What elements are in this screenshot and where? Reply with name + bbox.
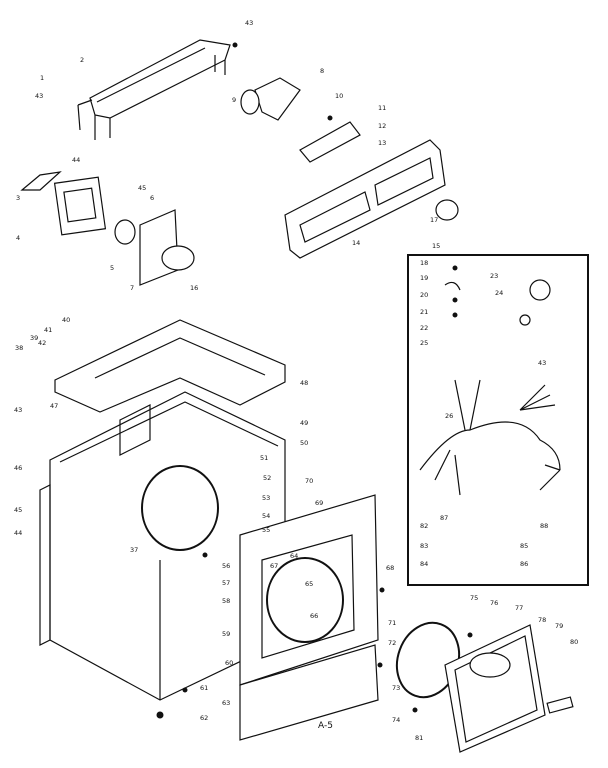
part-label: 42 [38,339,46,347]
part-label: 38 [15,344,23,352]
part-label: 47 [50,402,58,410]
part-label: 45 [138,184,146,192]
part-label: 67 [270,562,278,570]
duct-collar [114,209,195,286]
part-label: 4 [16,234,20,242]
part-label: 86 [520,560,528,568]
part-label: 22 [420,324,428,332]
part-label: 9 [232,96,236,104]
part-label: 77 [515,604,523,612]
part-label: 69 [315,499,323,507]
wiring-inset [407,254,589,586]
part-label: 26 [445,412,453,420]
part-label: 83 [420,542,428,550]
part-label: 51 [260,454,268,462]
part-label: 56 [222,562,230,570]
cabinet-top [54,319,286,413]
part-label: 19 [420,274,428,282]
part-label: 65 [305,580,313,588]
part-label: 64 [290,552,298,560]
part-label: 1 [40,74,44,82]
part-label: 48 [300,379,308,387]
part-label: 57 [222,579,230,587]
part-label: 10 [335,92,343,100]
part-label: 84 [420,560,428,568]
part-label: 25 [420,339,428,347]
part-label: 82 [420,522,428,530]
part-label: 16 [190,284,198,292]
part-label: 3 [16,194,20,202]
part-label: 60 [225,659,233,667]
part-label: 2 [80,56,84,64]
part-label: 78 [538,616,546,624]
part-label: 13 [378,139,386,147]
part-label: 59 [222,630,230,638]
part-label: 44 [14,529,22,537]
part-labels: 1 2 43 43 44 45 3 5 4 6 7 8 9 10 11 12 1… [14,19,578,742]
diagram-caption: A-5 [318,721,333,731]
part-label: 73 [392,684,400,692]
part-label: 23 [490,272,498,280]
part-label: 43 [538,359,546,367]
part-label: 75 [470,594,478,602]
part-label: 7 [130,284,134,292]
part-label: 41 [44,326,52,334]
part-label: 43 [35,92,43,100]
part-label: 21 [420,308,428,316]
part-label: 50 [300,439,308,447]
part-label: 72 [388,639,396,647]
part-label: 66 [310,612,318,620]
part-label: 68 [386,564,394,572]
part-label: 46 [14,464,22,472]
part-label: 85 [520,542,528,550]
part-label: 24 [495,289,503,297]
part-label: 79 [555,622,563,630]
duct-assembly [77,39,231,140]
part-label: 5 [110,264,114,272]
part-label: 20 [420,291,428,299]
part-label: 87 [440,514,448,522]
part-label: 63 [222,699,230,707]
part-label: 44 [72,156,80,164]
part-label: 81 [415,734,423,742]
part-label: 49 [300,419,308,427]
part-label: 40 [62,316,70,324]
part-label: 88 [540,522,548,530]
cabinet-body [39,391,286,701]
fasteners [156,42,473,719]
door-assembly [444,624,574,753]
part-label: 53 [262,494,270,502]
part-label: 14 [352,239,360,247]
part-label: 45 [14,506,22,514]
part-label: 70 [305,477,313,485]
part-label: 15 [432,242,440,250]
part-label: 43 [245,19,253,27]
part-label: 52 [263,474,271,482]
part-label: 62 [200,714,208,722]
part-label: 43 [14,406,22,414]
part-label: 18 [420,259,428,267]
part-label: 61 [200,684,208,692]
part-label: 76 [490,599,498,607]
part-label: 55 [262,526,270,534]
front-panel [239,494,379,741]
part-label: 58 [222,597,230,605]
blower-housing [20,171,107,236]
part-label: 39 [30,334,38,342]
part-label: 54 [262,512,270,520]
part-label: 11 [378,104,386,112]
part-label: 80 [570,638,578,646]
part-label: 12 [378,122,386,130]
part-label: 8 [320,67,324,75]
part-label: 74 [392,716,400,724]
part-label: 6 [150,194,154,202]
control-panel-group [240,77,459,259]
part-label: 17 [430,216,438,224]
part-label: 37 [130,546,138,554]
part-label: 71 [388,619,396,627]
